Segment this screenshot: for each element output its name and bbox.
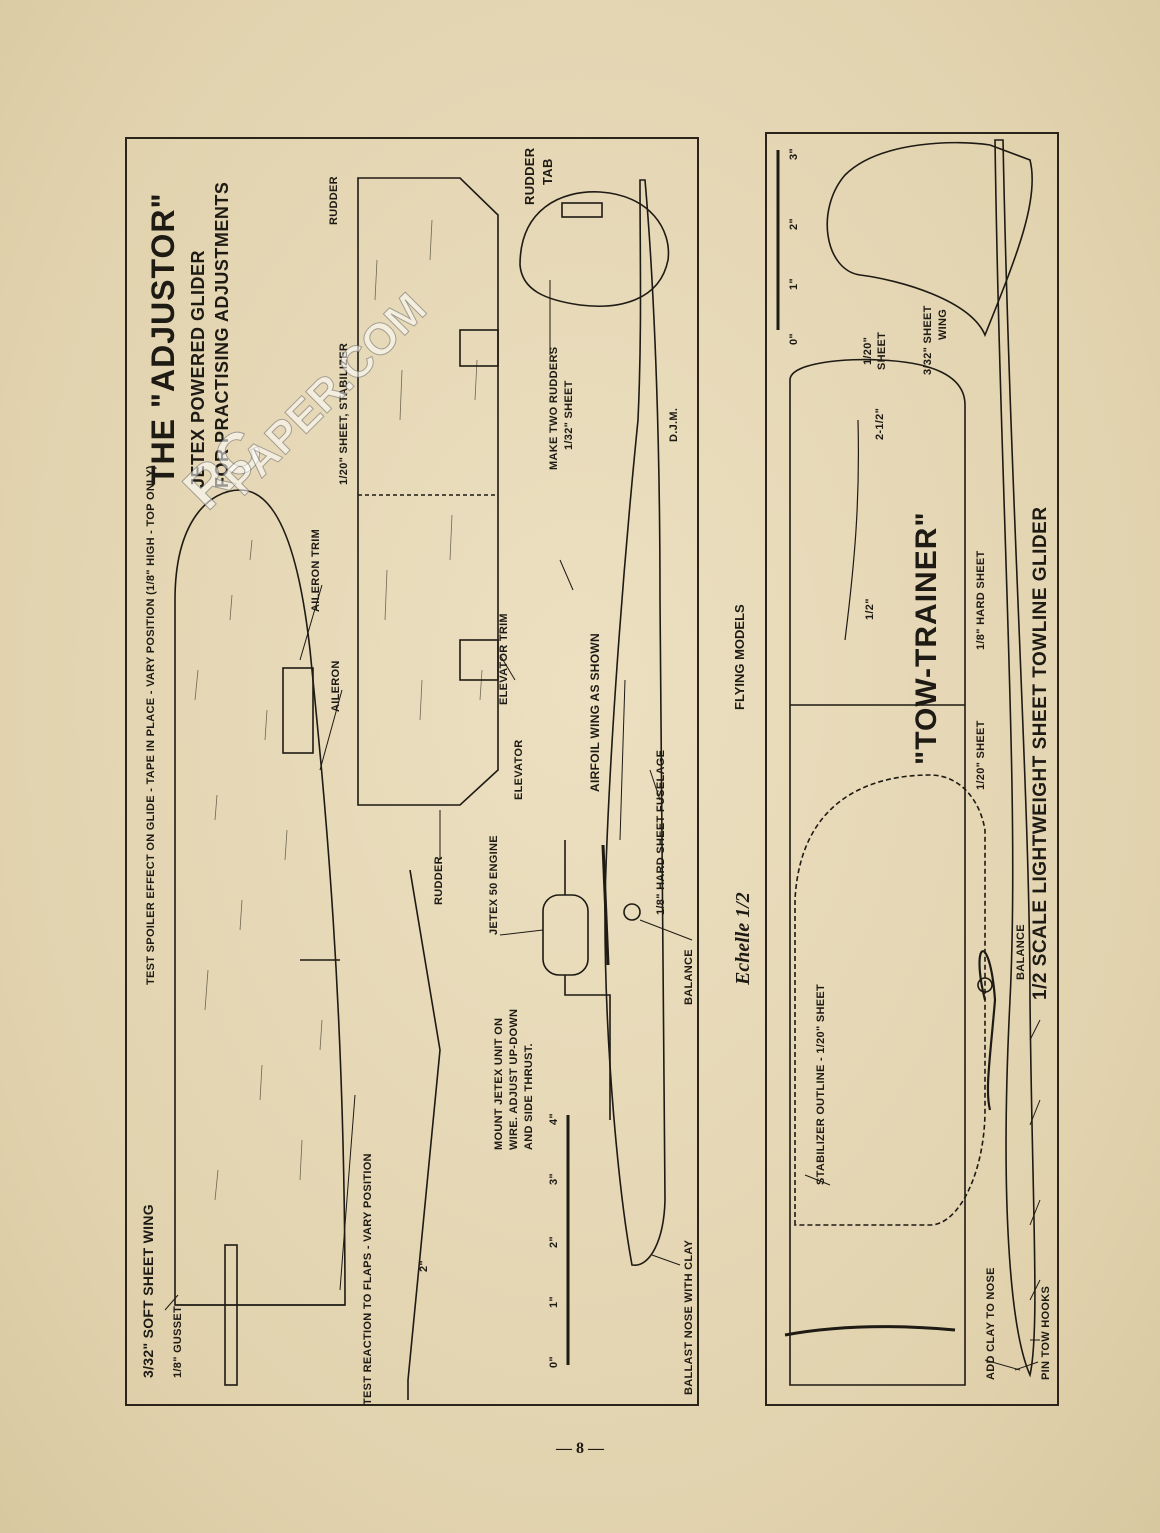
rudder-bottom-label: RUDDER bbox=[433, 856, 445, 905]
ballast-note: BALLAST NOSE WITH CLAY bbox=[683, 1239, 695, 1395]
adjustor-ruler-0: 0" bbox=[548, 1356, 560, 1368]
adjustor-balance-label: BALANCE bbox=[683, 949, 695, 1005]
tow-trainer-balance-point bbox=[977, 977, 993, 993]
section-title: FLYING MODELS bbox=[732, 604, 747, 710]
adjustor-dihedral-view bbox=[407, 869, 441, 1400]
adjustor-ruler-2: 2" bbox=[548, 1236, 560, 1248]
adjustor-fuselage-outline bbox=[604, 179, 666, 1266]
wing-label: 3/32" SOFT SHEET WING bbox=[140, 1204, 156, 1378]
airfoil-note: AIRFOIL WING AS SHOWN bbox=[588, 633, 602, 792]
two-rudders-note-2: 1/32" SHEET bbox=[563, 380, 575, 450]
rudder-top-label: RUDDER bbox=[328, 176, 340, 225]
adjustor-balance-point bbox=[623, 903, 641, 921]
tow-trainer-stabilizer-outline bbox=[794, 774, 986, 1226]
adjustor-stabilizer-outline bbox=[357, 177, 499, 806]
adjustor-gusset bbox=[224, 1244, 238, 1386]
tow-wing-label-2: WING bbox=[937, 308, 949, 340]
tow-trainer-subtitle: 1/2 SCALE LIGHTWEIGHT SHEET TOWLINE GLID… bbox=[1030, 506, 1051, 1000]
adjustor-title: THE "ADJUSTOR" bbox=[145, 192, 181, 485]
tow-dihedral-label: 2-1/2" bbox=[874, 407, 886, 440]
hard-sheet-label: 1/8" HARD SHEET bbox=[975, 550, 987, 650]
gusset-label: 1/8" GUSSET bbox=[172, 1305, 184, 1378]
tow-trainer-fin-outline bbox=[826, 141, 1034, 338]
mount-note-2: WIRE. ADJUST UP-DOWN bbox=[508, 1008, 520, 1150]
adjustor-plan-panel bbox=[125, 137, 699, 1406]
designer-initials: D.J.M. bbox=[668, 407, 680, 442]
rudder-tab-label-1: RUDDER bbox=[522, 147, 537, 205]
tow-dihedral-label-2: 1/2" bbox=[864, 598, 876, 620]
page-number: — 8 — bbox=[556, 1440, 604, 1457]
engine-label: JETEX 50 ENGINE bbox=[488, 835, 500, 935]
tow-ruler-3: 3" bbox=[788, 148, 800, 160]
two-rudders-note-1: MAKE TWO RUDDERS bbox=[548, 346, 560, 470]
adjustor-ruler-4: 4" bbox=[548, 1113, 560, 1125]
scale-note: Echelle 1/2 bbox=[732, 892, 754, 985]
flaps-note: TEST REACTION TO FLAPS - VARY POSITION bbox=[362, 1153, 374, 1405]
tow-wing-label-1: 3/32" SHEET bbox=[922, 305, 934, 375]
tow-ruler-1: 1" bbox=[788, 278, 800, 290]
fin-sheet-label-2: SHEET bbox=[876, 331, 888, 370]
tow-trainer-fuselage-outline bbox=[994, 139, 1036, 1378]
fuselage-label: 1/8" HARD SHEET FUSELAGE bbox=[655, 749, 667, 915]
tow-ruler-0: 0" bbox=[788, 333, 800, 345]
adjustor-ruler-3: 3" bbox=[548, 1173, 560, 1185]
tow-trainer-wing-outline bbox=[789, 358, 966, 1386]
aileron-trim-label: AILERON TRIM bbox=[310, 528, 322, 612]
tow-balance-label: BALANCE bbox=[1015, 924, 1027, 980]
tow-sheet-label: 1/20" SHEET bbox=[975, 720, 987, 790]
spoiler-note: TEST SPOILER EFFECT ON GLIDE - TAPE IN P… bbox=[145, 465, 157, 985]
mount-note-3: AND SIDE THRUST. bbox=[523, 1043, 535, 1150]
fin-sheet-label-1: 1/20" bbox=[862, 336, 874, 365]
stabilizer-outline-label: STABILIZER OUTLINE - 1/20" SHEET bbox=[815, 983, 827, 1185]
elevator-trim-label: ELEVATOR TRIM bbox=[498, 613, 510, 705]
rudder-tab-label-2: TAB bbox=[540, 158, 555, 185]
adjustor-aileron bbox=[282, 667, 314, 754]
tow-hooks-label: PIN TOW HOOKS bbox=[1040, 1285, 1052, 1380]
tow-trainer-title: "TOW-TRAINER" bbox=[910, 511, 943, 765]
jetex-engine bbox=[542, 894, 589, 976]
adjustor-rudder-outline bbox=[519, 191, 670, 307]
tow-trainer-plan-panel bbox=[765, 132, 1059, 1406]
clay-note: ADD CLAY TO NOSE bbox=[985, 1267, 997, 1380]
aileron-label: AILERON bbox=[330, 660, 342, 712]
mount-note-1: MOUNT JETEX UNIT ON bbox=[493, 1017, 505, 1150]
adjustor-ruler-1: 1" bbox=[548, 1296, 560, 1308]
dihedral-label: 2" bbox=[418, 1260, 430, 1272]
adjustor-wing-outline bbox=[174, 489, 346, 1306]
elevator-label: ELEVATOR bbox=[513, 739, 525, 800]
tow-ruler-2: 2" bbox=[788, 218, 800, 230]
